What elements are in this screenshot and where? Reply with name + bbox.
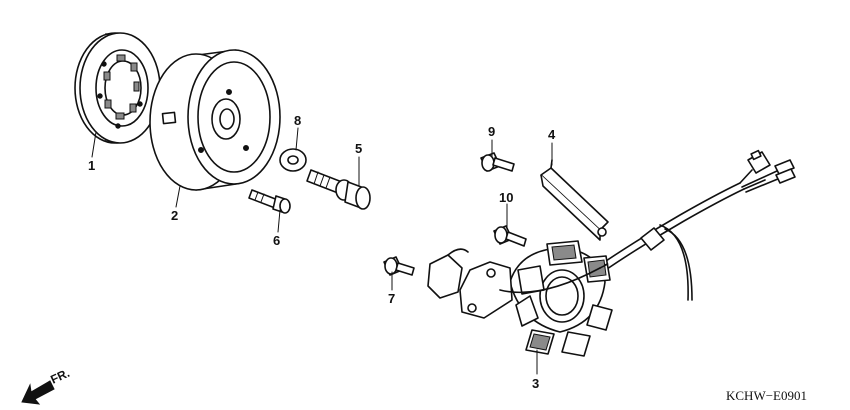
wire-harness[interactable] <box>599 149 796 301</box>
callout-7: 7 <box>388 291 395 306</box>
callout-3: 3 <box>532 376 539 391</box>
arrow-icon <box>21 380 55 405</box>
part-6-bolt[interactable] <box>248 189 291 214</box>
part-8-washer[interactable] <box>279 148 307 172</box>
leader-line-6 <box>277 209 281 233</box>
callout-5: 5 <box>355 141 362 156</box>
part-10-bolt[interactable] <box>493 225 527 247</box>
callout-9: 9 <box>488 124 495 139</box>
part-7-bolt[interactable] <box>383 256 415 276</box>
part-9-bolt[interactable] <box>480 152 515 172</box>
callout-8: 8 <box>294 113 301 128</box>
diagram-code: KCHW−E0901 <box>726 388 807 403</box>
leader-line-8 <box>295 127 299 151</box>
callout-labels: 1 2 3 4 5 6 7 8 9 10 <box>88 113 556 391</box>
leader-lines <box>91 127 553 375</box>
callout-2: 2 <box>171 208 178 223</box>
callout-1: 1 <box>88 158 95 173</box>
front-label: FR. <box>48 366 71 387</box>
part-3-stator[interactable] <box>427 240 613 357</box>
leader-line-2 <box>175 185 181 208</box>
part-5-flange-bolt[interactable] <box>306 169 371 210</box>
leader-line-1 <box>91 131 97 158</box>
part-1-starter-clutch[interactable] <box>74 32 161 144</box>
part-2-flywheel[interactable] <box>149 49 281 191</box>
callout-10: 10 <box>499 190 513 205</box>
callout-4: 4 <box>548 127 556 142</box>
front-direction-indicator: FR. <box>21 366 72 405</box>
part-4-wire-clamp[interactable] <box>540 159 609 241</box>
callout-6: 6 <box>273 233 280 248</box>
